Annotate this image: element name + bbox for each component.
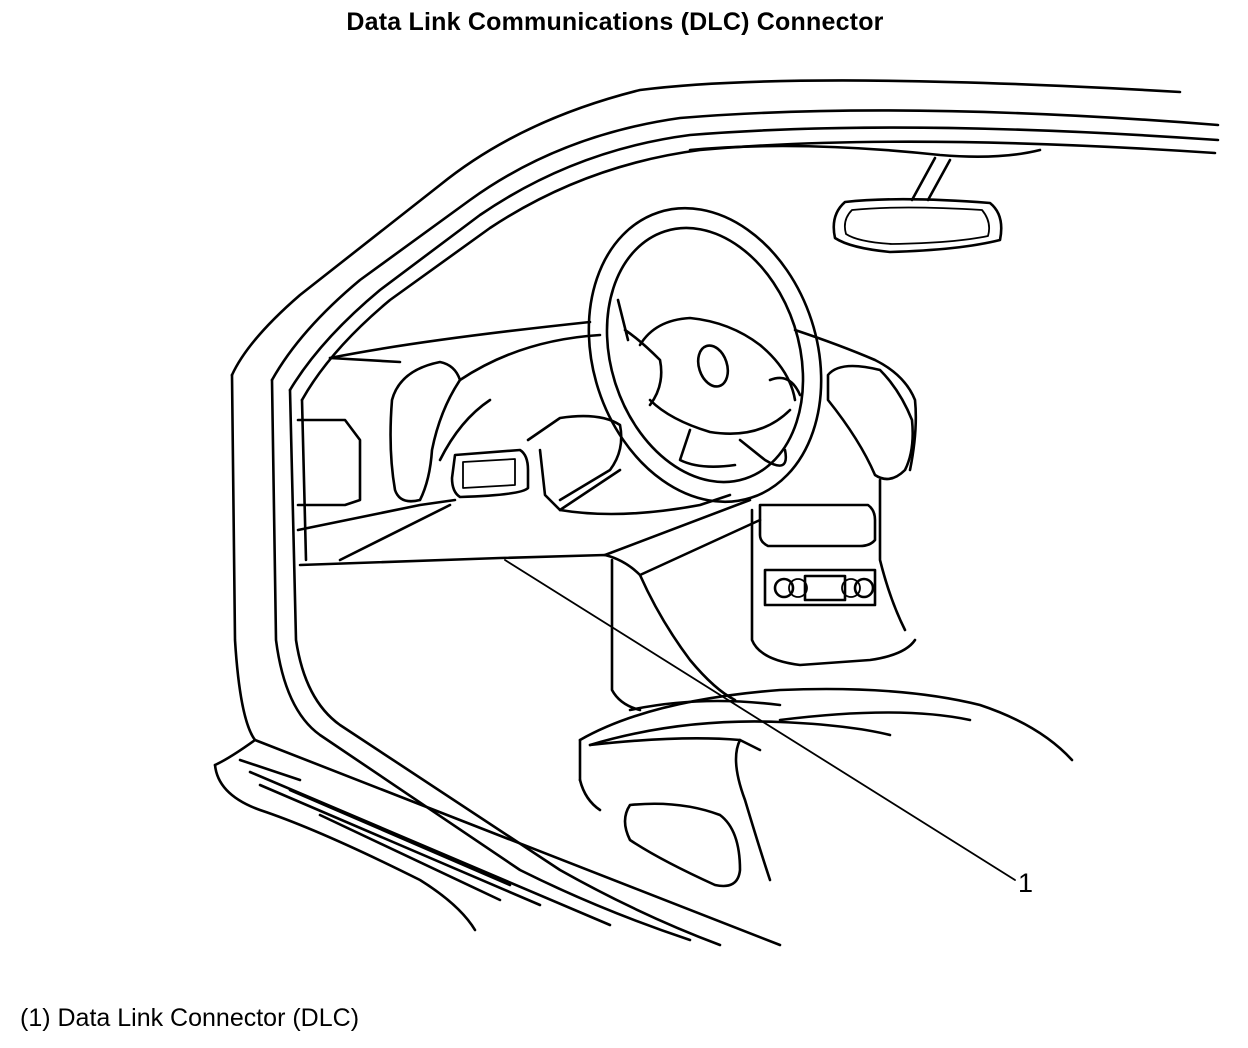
legend-caption: (1) Data Link Connector (DLC) — [20, 1004, 360, 1032]
rear-view-mirror — [688, 144, 1042, 254]
diagram-title: Data Link Communications (DLC) Connector — [346, 8, 884, 36]
callout-1: 1 — [504, 559, 1033, 898]
dashboard — [296, 320, 918, 577]
door-frame — [230, 79, 1220, 947]
center-console — [750, 478, 917, 667]
callout-leader-line — [504, 559, 1016, 881]
door-sill — [213, 738, 782, 947]
seat-and-floor — [578, 558, 1074, 888]
steering-wheel — [587, 206, 823, 504]
callout-number: 1 — [1018, 868, 1033, 898]
